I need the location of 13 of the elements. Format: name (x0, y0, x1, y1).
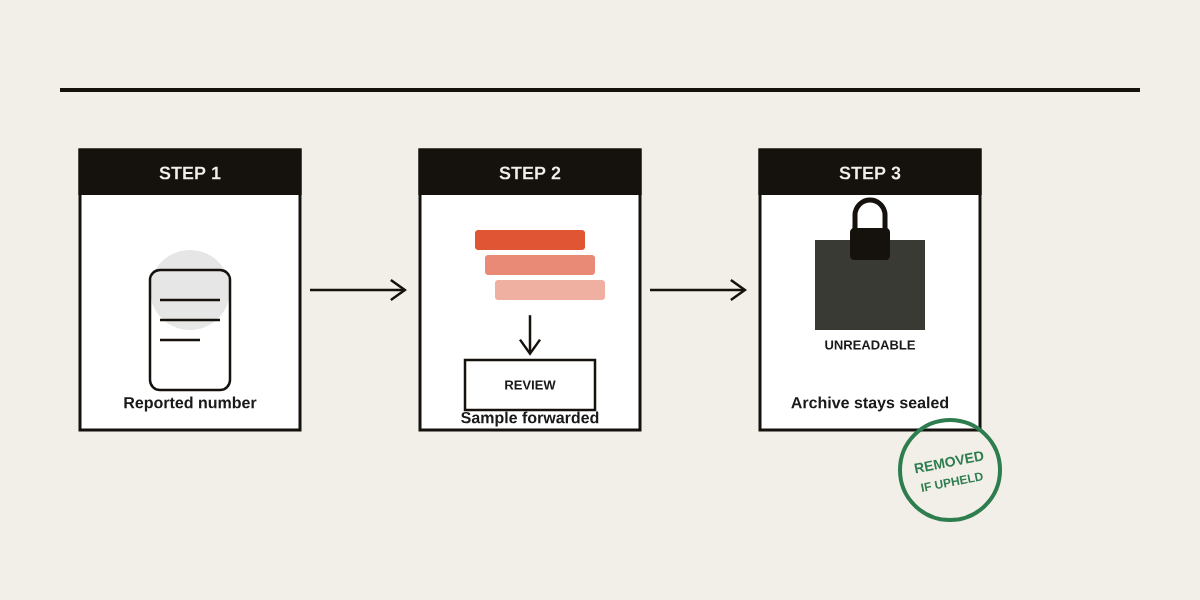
arrow (519, 315, 541, 356)
bar-stack (475, 230, 605, 300)
card-caption: Sample forwarded (461, 411, 599, 427)
card-header: STEP 3 (758, 148, 982, 195)
card-header: STEP 2 (418, 148, 642, 195)
arrow (310, 279, 407, 302)
status-label: UNREADABLE (825, 340, 915, 350)
review-box: REVIEW (463, 358, 597, 412)
arrow (650, 279, 747, 302)
card-header: STEP 1 (78, 148, 302, 195)
card-caption: Archive stays sealed (791, 396, 949, 412)
card-caption: Reported number (124, 396, 257, 412)
stamp: REMOVED IF UPHELD (898, 418, 1002, 522)
